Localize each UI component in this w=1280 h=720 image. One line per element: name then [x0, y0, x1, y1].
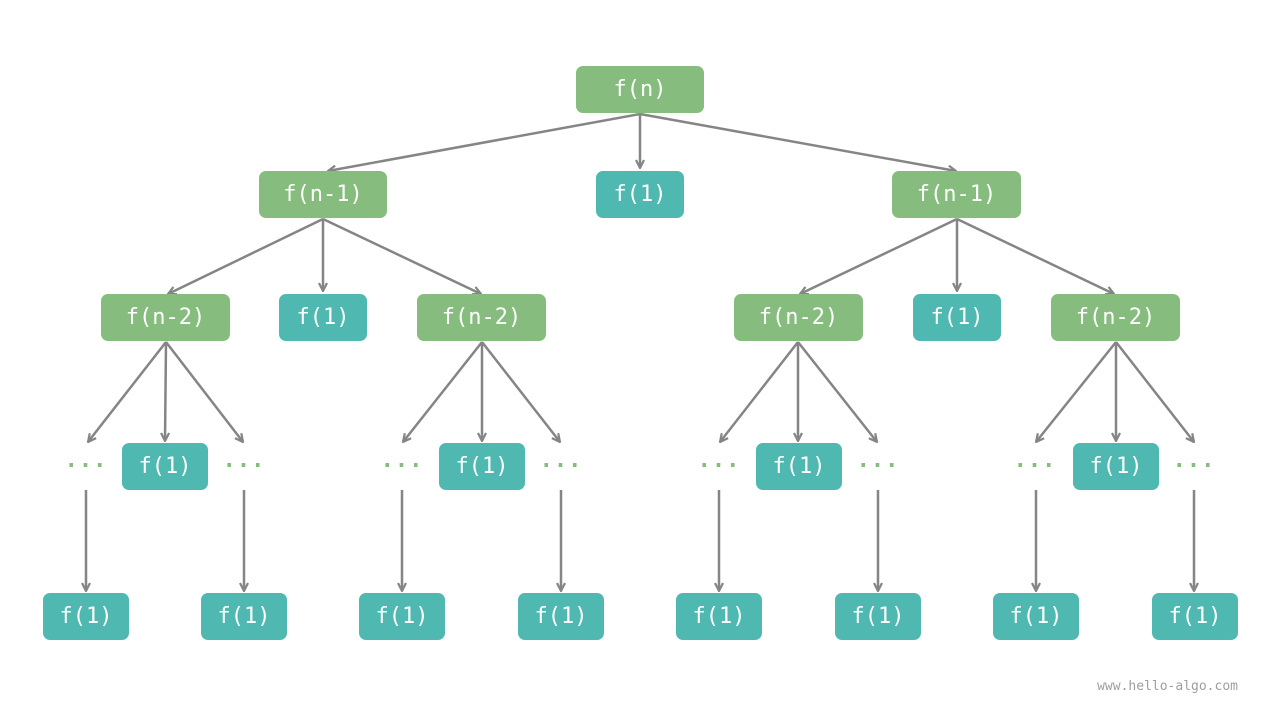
node-l2-e-leaf: f(1) [913, 294, 1001, 341]
node-l4-leaf-5: f(1) [676, 593, 762, 640]
node-l2-a: f(n-2) [101, 294, 230, 341]
node-l3-leaf-4: f(1) [1073, 443, 1159, 490]
watermark: www.hello-algo.com [1097, 679, 1238, 694]
edge-arrow-21 [1115, 341, 1194, 442]
node-l4-leaf-7: f(1) [993, 593, 1079, 640]
edge-arrow-12 [165, 341, 243, 442]
edge-arrow-4 [168, 217, 324, 294]
ellipsis-2: ··· [222, 453, 266, 479]
edge-arrow-6 [322, 217, 481, 294]
edge-arrow-7 [800, 217, 958, 294]
node-l4-leaf-1: f(1) [43, 593, 129, 640]
edge-arrow-9 [956, 217, 1114, 294]
ellipsis-7: ··· [1013, 453, 1057, 479]
edge-arrow-11 [165, 341, 166, 441]
node-l1-left: f(n-1) [259, 171, 387, 218]
ellipsis-6: ··· [856, 453, 900, 479]
node-l4-leaf-4: f(1) [518, 593, 604, 640]
node-l2-b-leaf: f(1) [279, 294, 367, 341]
node-l1-mid-leaf: f(1) [596, 171, 684, 218]
edge-arrow-18 [797, 341, 877, 442]
node-l1-right: f(n-1) [892, 171, 1021, 218]
node-l4-leaf-3: f(1) [359, 593, 445, 640]
node-l4-leaf-2: f(1) [201, 593, 287, 640]
node-l3-leaf-1: f(1) [122, 443, 208, 490]
edge-arrow-13 [403, 341, 483, 442]
ellipsis-5: ··· [697, 453, 741, 479]
edge-arrow-16 [720, 341, 799, 442]
edge-arrow-1 [328, 112, 641, 171]
ellipsis-8: ··· [1172, 453, 1216, 479]
node-l2-f: f(n-2) [1051, 294, 1180, 341]
ellipsis-1: ··· [64, 453, 108, 479]
node-l2-d: f(n-2) [734, 294, 863, 341]
edge-arrow-19 [1036, 341, 1117, 442]
node-l2-c: f(n-2) [417, 294, 546, 341]
node-l3-leaf-3: f(1) [756, 443, 842, 490]
edge-arrow-10 [88, 341, 167, 442]
ellipsis-3: ··· [380, 453, 424, 479]
node-l4-leaf-6: f(1) [835, 593, 921, 640]
node-l4-leaf-8: f(1) [1152, 593, 1238, 640]
edge-arrow-3 [639, 112, 956, 171]
ellipsis-4: ··· [539, 453, 583, 479]
edge-arrow-15 [481, 341, 560, 442]
node-root: f(n) [576, 66, 704, 113]
node-l3-leaf-2: f(1) [439, 443, 525, 490]
